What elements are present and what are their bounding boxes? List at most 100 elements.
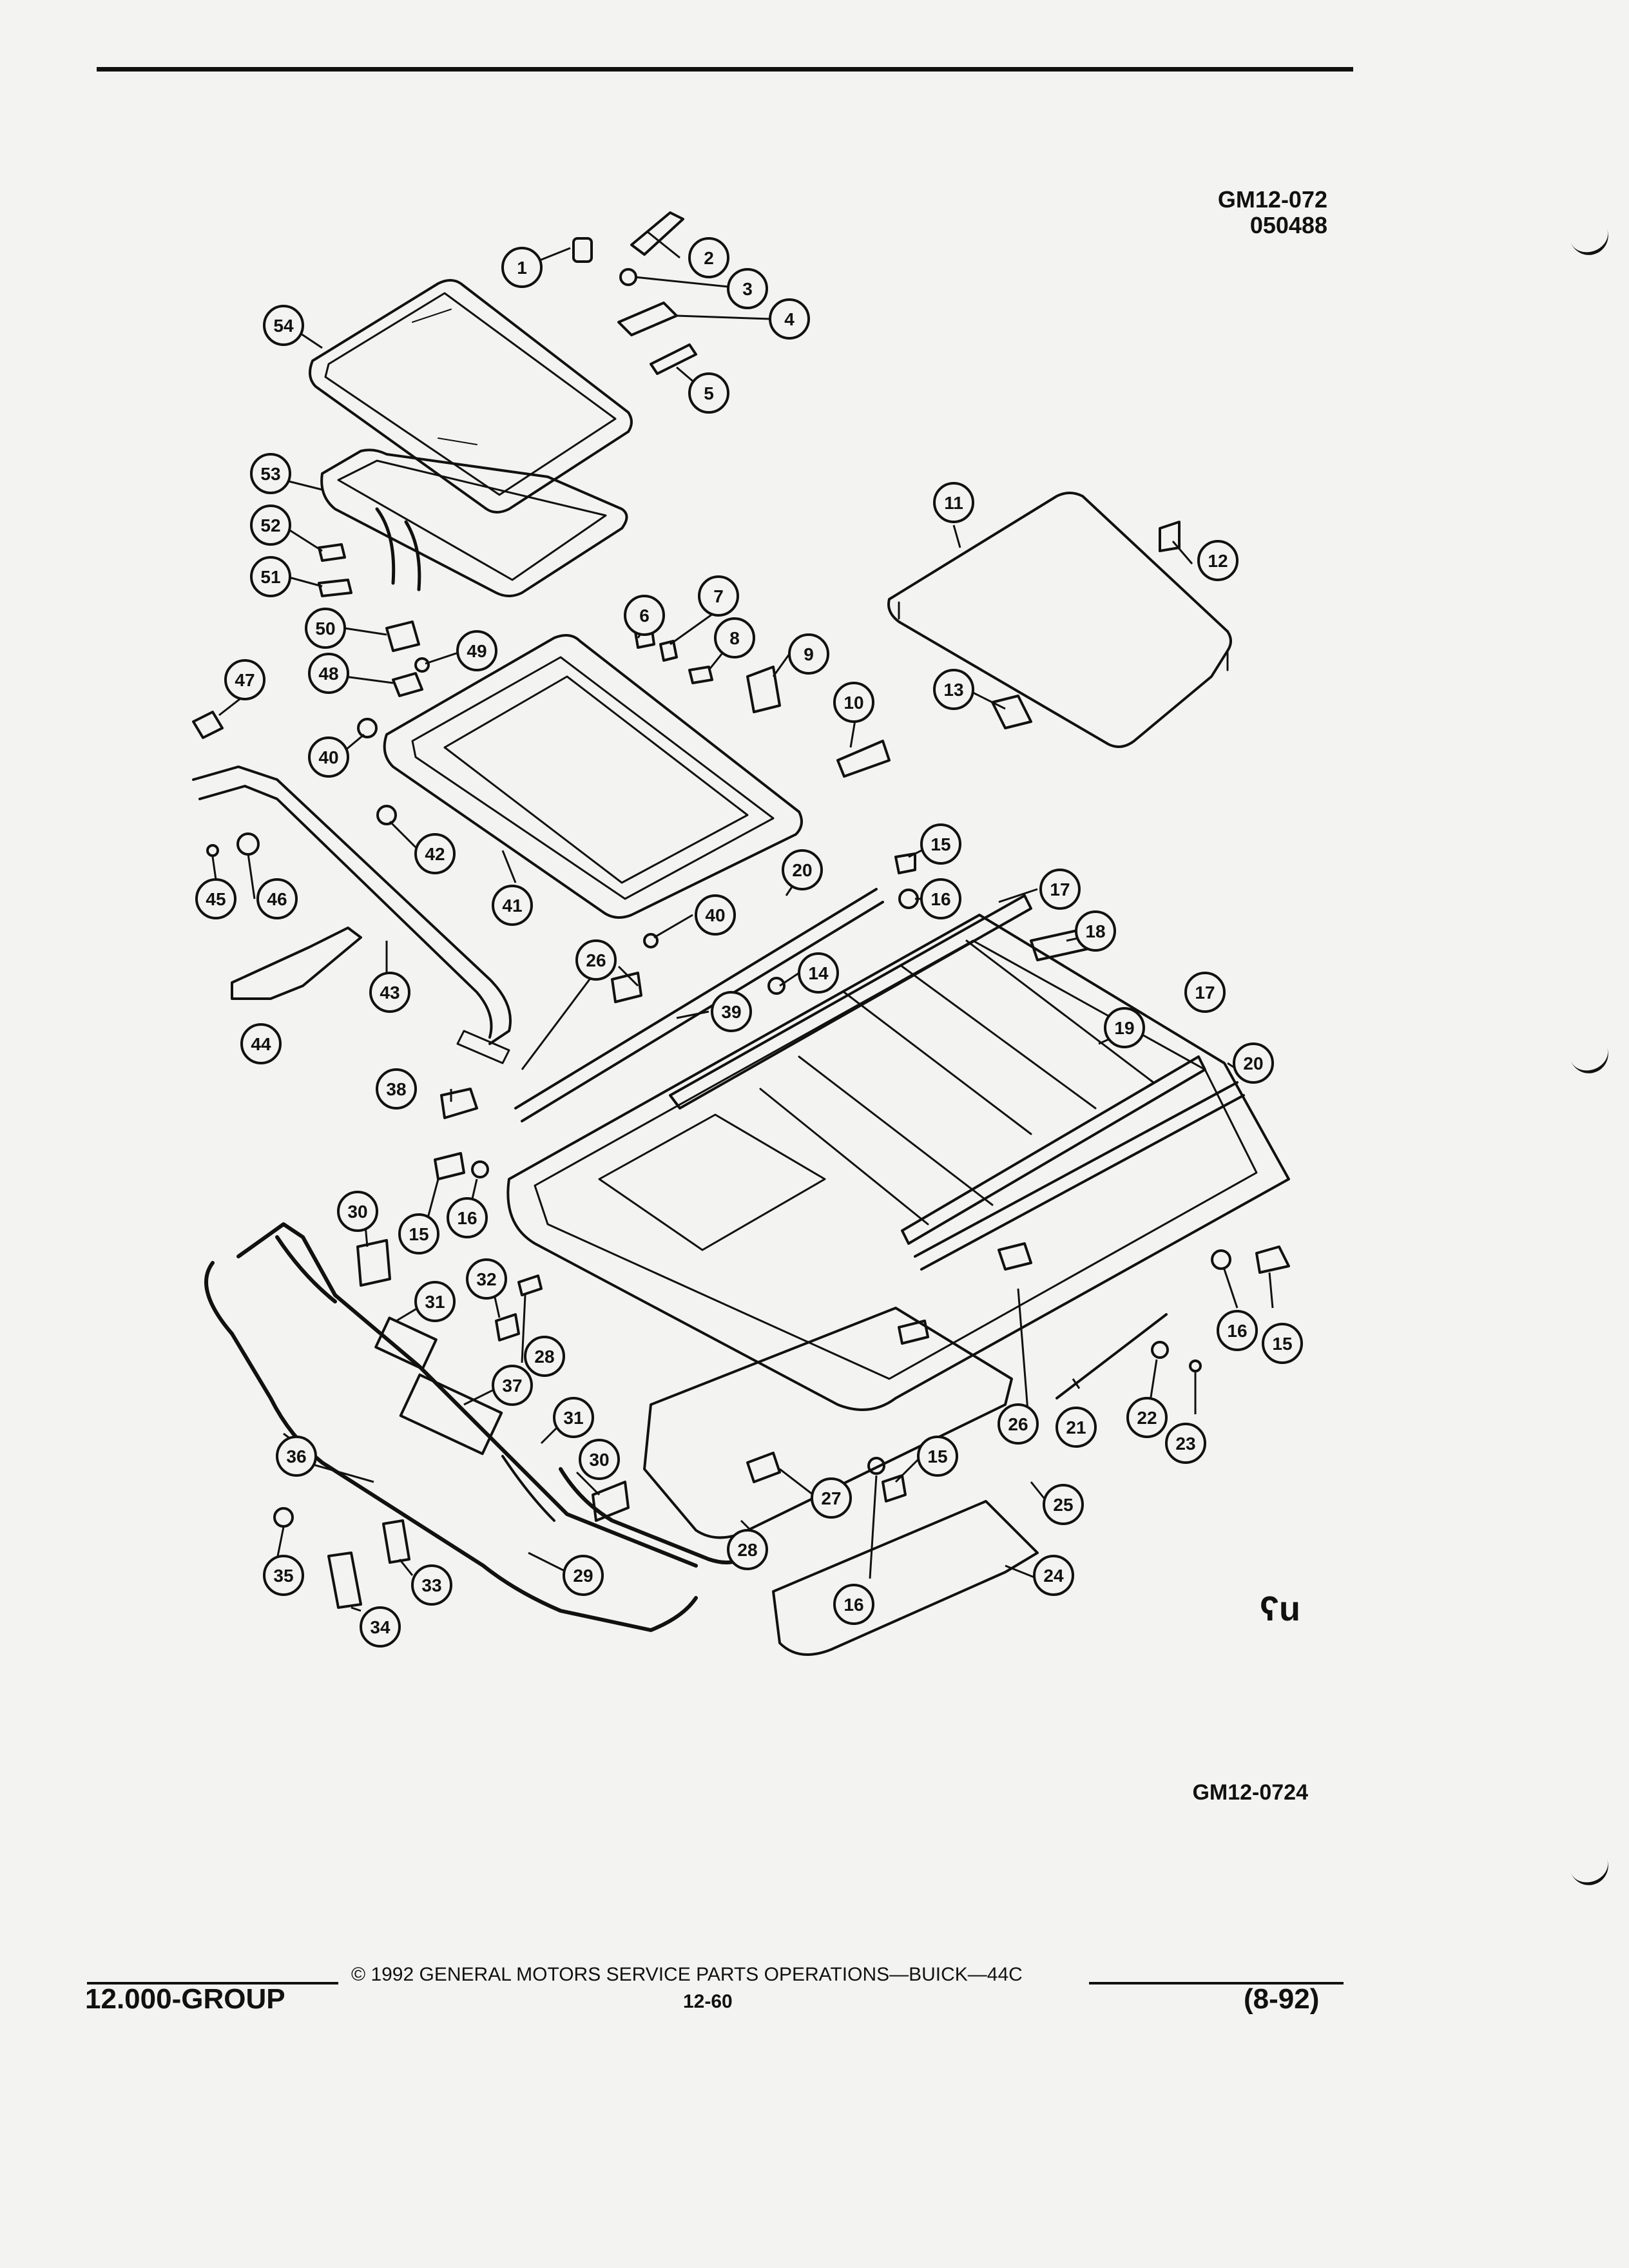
footer-group-code: 12.000-GROUP — [85, 1983, 285, 2015]
callout-circle — [1055, 1407, 1097, 1448]
track-left — [514, 888, 884, 1122]
drawing-code: GM12-072 — [1217, 186, 1327, 213]
callout-circle — [714, 617, 755, 658]
callout-16: 16 — [920, 878, 961, 919]
callout-29: 29 — [563, 1555, 604, 1596]
callout-9: 9 — [788, 633, 829, 675]
footer-page-number: 12-60 — [683, 1991, 733, 2012]
callout-circle — [492, 1365, 533, 1406]
callout-7: 7 — [698, 575, 739, 617]
motor-assembly — [374, 1316, 555, 1522]
part-13 — [991, 695, 1032, 729]
callout-circle — [1033, 1555, 1074, 1596]
callout-circle — [917, 1436, 958, 1477]
part-30b — [592, 1481, 630, 1522]
callout-label: 16 — [1227, 1321, 1247, 1341]
callout-21: 21 — [1055, 1407, 1097, 1448]
callout-label: 22 — [1137, 1408, 1157, 1428]
part-47 — [192, 711, 224, 739]
callout-35: 35 — [263, 1555, 304, 1596]
part-23 — [1189, 1360, 1202, 1372]
callout-15: 15 — [917, 1436, 958, 1477]
callout-circle — [563, 1555, 604, 1596]
callout-circle — [524, 1336, 565, 1377]
callout-label: 5 — [704, 383, 714, 403]
callout-41: 41 — [492, 885, 533, 926]
callout-circle — [769, 298, 810, 340]
callout-circle — [798, 952, 839, 994]
callout-23: 23 — [1165, 1423, 1206, 1464]
drive-cable — [1055, 1313, 1168, 1399]
callout-36: 36 — [276, 1436, 317, 1477]
footer-rule-right — [1089, 1982, 1344, 1984]
part-40a — [357, 718, 378, 738]
callout-circle — [195, 878, 236, 919]
callout-circle — [240, 1023, 282, 1064]
part-45 — [206, 844, 219, 857]
part-33 — [382, 1519, 410, 1564]
callout-circle — [788, 633, 829, 675]
callout-label: 9 — [804, 644, 814, 664]
callout-10: 10 — [833, 682, 874, 723]
callout-39: 39 — [711, 991, 752, 1032]
callout-circle — [360, 1606, 401, 1648]
callout-17: 17 — [1184, 972, 1226, 1013]
callout-label: 28 — [534, 1347, 554, 1367]
callout-label: 21 — [1066, 1418, 1086, 1437]
callout-label: 28 — [737, 1540, 757, 1560]
callout-circle — [1126, 1397, 1168, 1438]
callout-30: 30 — [337, 1191, 378, 1232]
callout-circle — [414, 1281, 456, 1322]
callout-26: 26 — [998, 1403, 1039, 1445]
part-15b — [434, 1152, 465, 1180]
glass-seal — [320, 448, 628, 597]
drain-trough — [643, 1307, 1039, 1656]
callout-20: 20 — [1233, 1043, 1274, 1084]
part-48 — [392, 672, 423, 697]
callout-circle — [492, 885, 533, 926]
callout-label: 40 — [705, 905, 725, 925]
callout-circle — [308, 653, 349, 694]
callout-circle — [250, 453, 291, 494]
callout-40: 40 — [308, 736, 349, 778]
callout-28: 28 — [727, 1529, 768, 1570]
callout-label: 51 — [260, 567, 280, 587]
callout-label: 4 — [784, 309, 795, 329]
callout-circle — [833, 682, 874, 723]
callout-circle — [276, 1436, 317, 1477]
callout-label: 16 — [457, 1208, 477, 1228]
callout-16: 16 — [1217, 1310, 1258, 1351]
callout-label: 54 — [273, 316, 294, 336]
callout-circle — [553, 1397, 594, 1438]
part-30a — [356, 1239, 391, 1287]
callout-circle — [933, 482, 974, 523]
part-7 — [659, 640, 678, 662]
callout-label: 20 — [1243, 1053, 1263, 1073]
callout-circle — [263, 305, 304, 346]
callout-circle — [308, 736, 349, 778]
callout-43: 43 — [369, 972, 410, 1013]
callout-33: 33 — [411, 1564, 452, 1606]
part-9 — [746, 666, 781, 713]
callout-label: 40 — [318, 747, 338, 767]
callout-54: 54 — [263, 305, 304, 346]
callout-label: 36 — [286, 1446, 306, 1466]
callout-circle — [1165, 1423, 1206, 1464]
callout-label: 34 — [370, 1617, 390, 1637]
callout-label: 11 — [944, 493, 963, 513]
callout-53: 53 — [250, 453, 291, 494]
callout-label: 16 — [930, 889, 950, 909]
part-34 — [327, 1552, 362, 1609]
callout-label: 15 — [927, 1446, 947, 1466]
part-2 — [630, 211, 684, 256]
callout-20: 20 — [782, 849, 823, 890]
callout-label: 48 — [318, 664, 338, 684]
callout-circle — [376, 1068, 417, 1110]
callout-label: 39 — [721, 1002, 741, 1022]
part-15d — [882, 1474, 907, 1503]
sunroof-housing — [506, 914, 1290, 1411]
part-16b — [471, 1160, 489, 1178]
callout-label: 13 — [943, 680, 963, 700]
callout-circle — [337, 1191, 378, 1232]
